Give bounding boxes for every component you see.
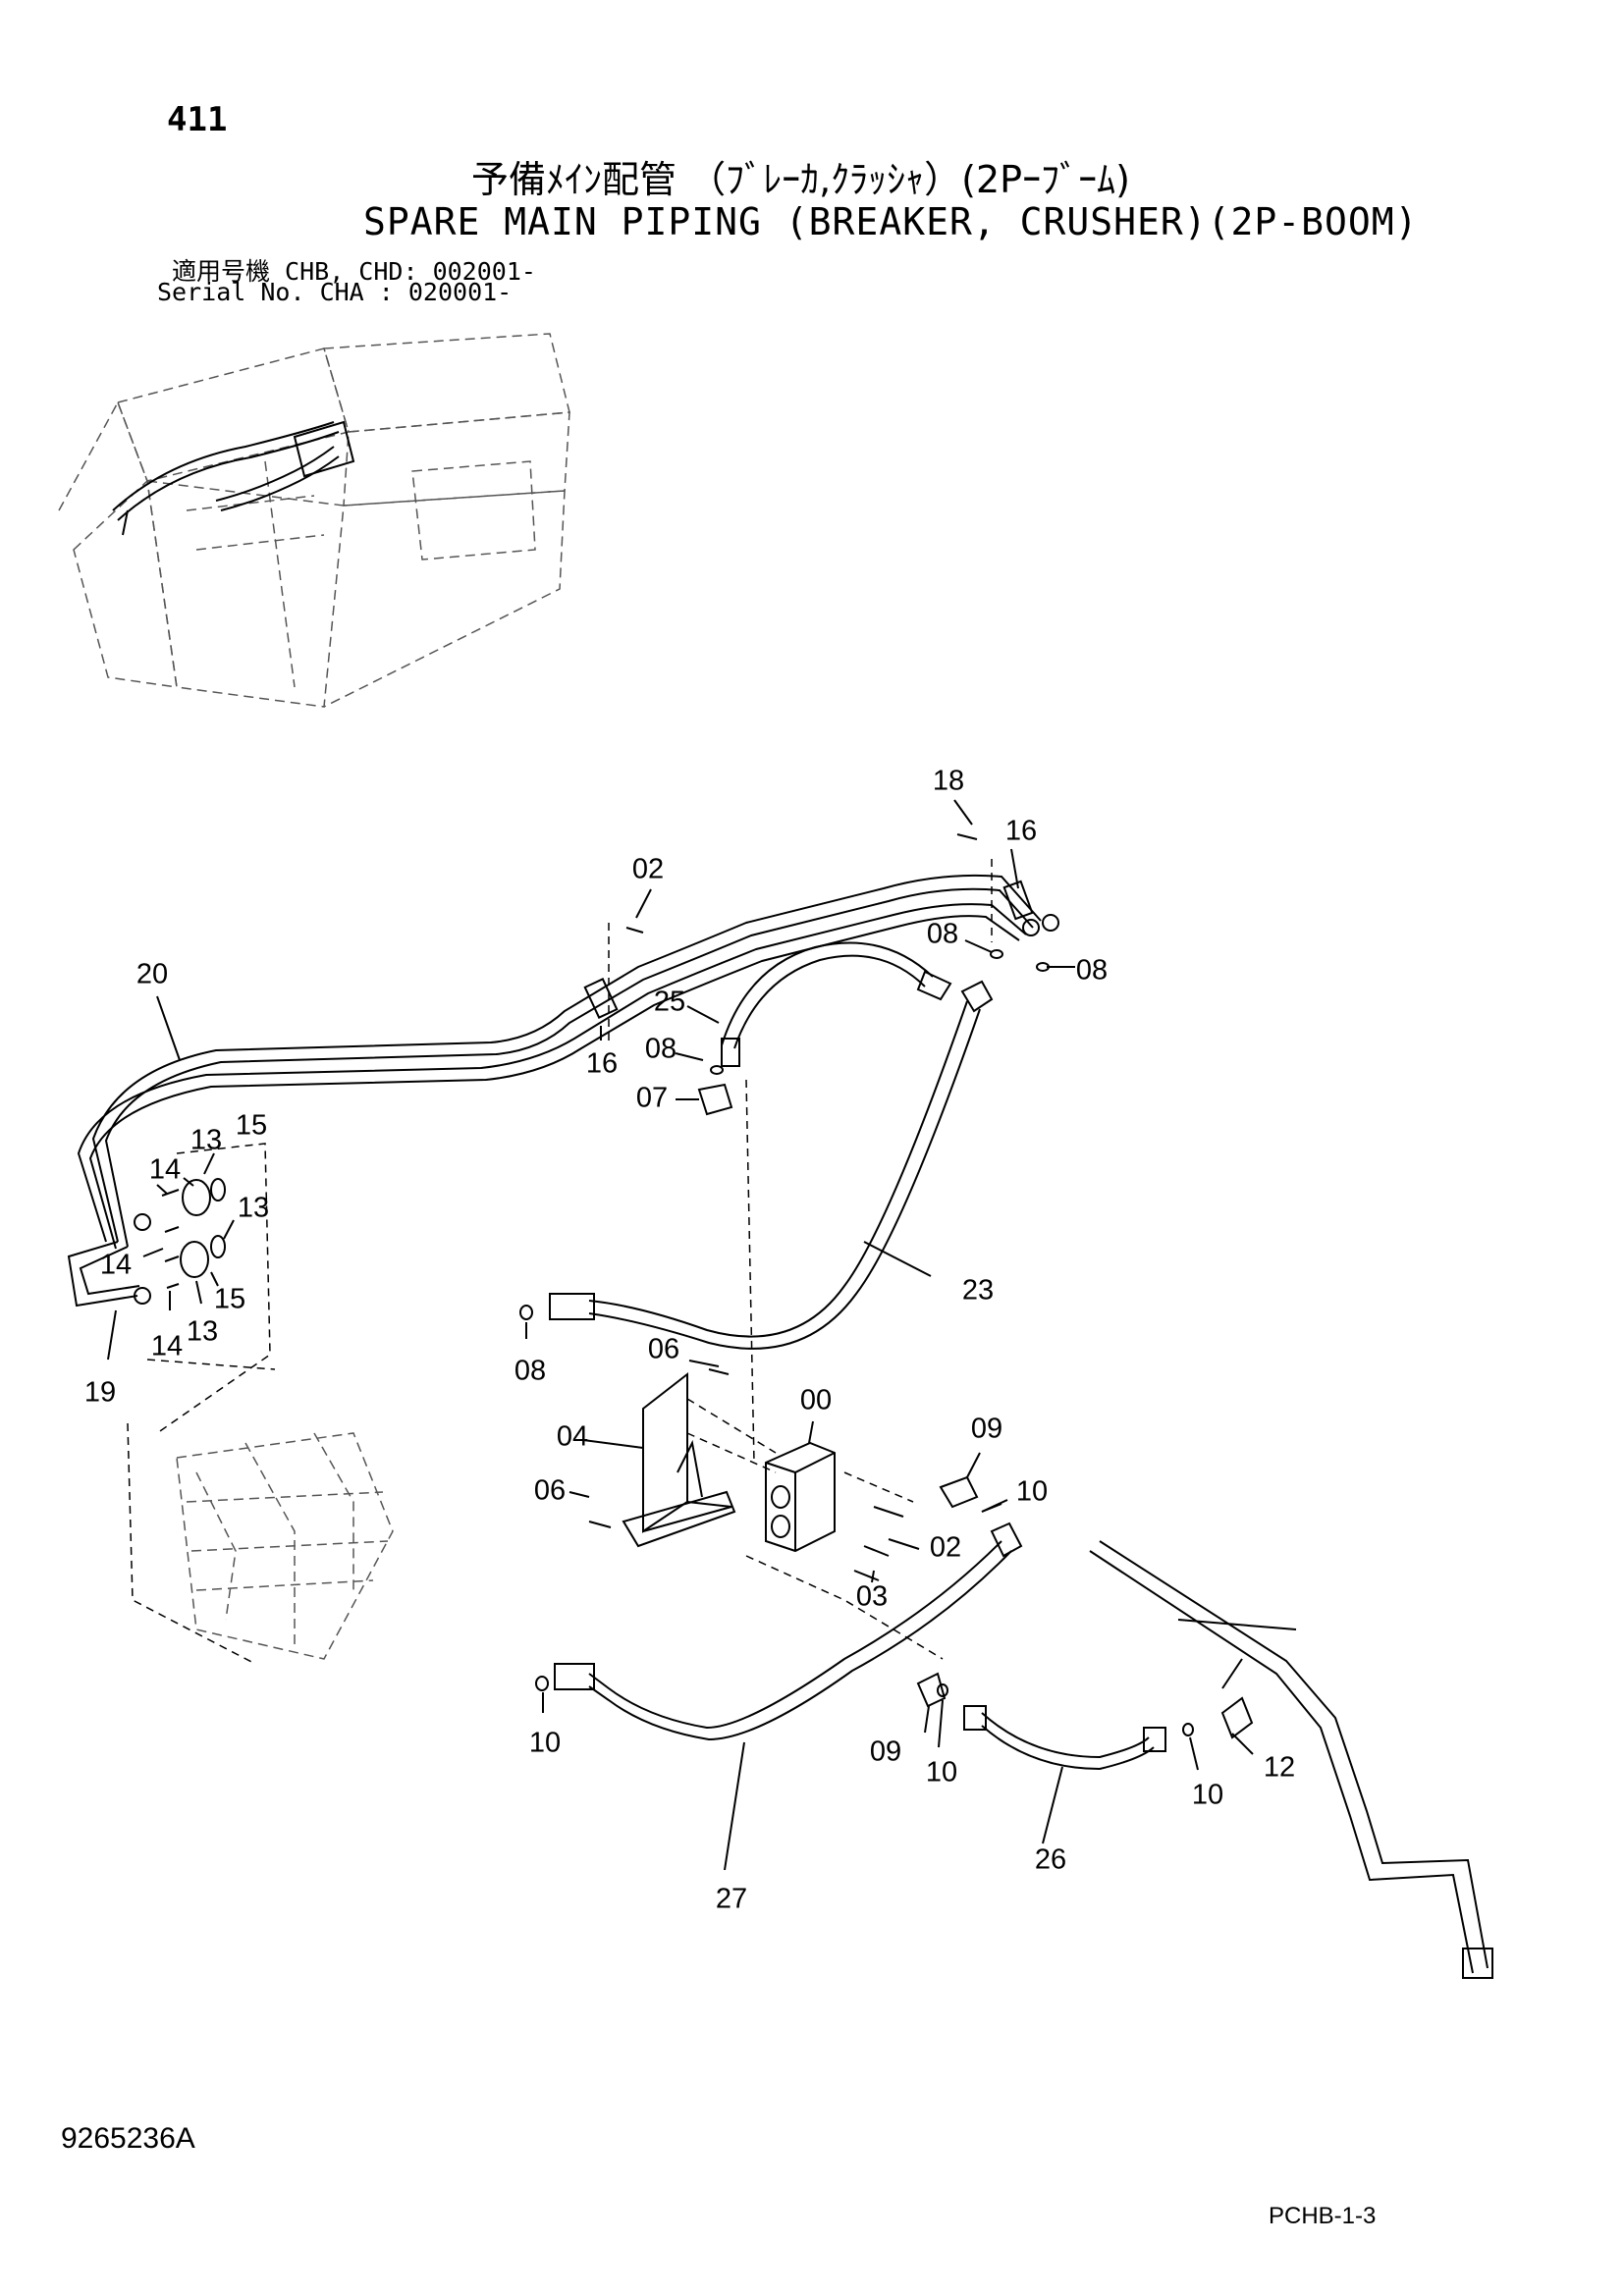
callout-04: 04 (557, 1421, 588, 1453)
callout-13-bottom: 13 (187, 1316, 218, 1348)
callout-25: 25 (654, 987, 685, 1018)
main-pipe-assembly (67, 874, 1059, 1308)
title-japanese: 予備ﾒｲﾝ配管 （ﾌﾞﾚｰｶ,ｸﾗｯｼｬ）(2Pｰﾌﾞｰﾑ) (471, 158, 1130, 201)
page-code: PCHB-1-3 (1269, 2203, 1377, 2229)
callout-02-top: 02 (632, 854, 664, 885)
drawing-number: 9265236A (61, 2122, 195, 2155)
callout-06-bottom: 06 (534, 1475, 566, 1507)
callout-10-right: 10 (1016, 1476, 1048, 1508)
callout-10-left: 10 (529, 1728, 561, 1759)
callout-08-d: 08 (514, 1356, 546, 1387)
callout-16-top: 16 (1005, 816, 1037, 847)
callout-13-top: 13 (190, 1125, 222, 1156)
serial-applicability-line-1: 適用号機 CHB, CHD: 002001- (172, 257, 536, 286)
callout-18: 18 (933, 766, 964, 797)
callout-08-a: 08 (927, 919, 958, 950)
leader-lines (107, 799, 1254, 1871)
valve-and-bracket (622, 1371, 944, 1660)
o-rings (519, 949, 1194, 1736)
hose-23 (549, 980, 994, 1350)
callout-07: 07 (636, 1083, 668, 1114)
callout-14-mid: 14 (100, 1250, 132, 1281)
callout-08-c: 08 (645, 1034, 677, 1065)
callout-15-bottom: 15 (214, 1284, 245, 1315)
callout-14-top: 14 (149, 1154, 181, 1186)
callout-23: 23 (962, 1275, 994, 1307)
callout-03: 03 (856, 1581, 888, 1613)
callout-02-bottom: 02 (930, 1532, 961, 1564)
callout-15-top: 15 (236, 1110, 267, 1142)
callout-14-bottom: 14 (151, 1331, 183, 1362)
fittings-09 (916, 1475, 979, 1708)
callout-12: 12 (1264, 1752, 1295, 1784)
bolts (588, 833, 978, 1581)
callout-19: 19 (84, 1377, 116, 1409)
callout-20: 20 (136, 959, 168, 990)
callout-09-bottom: 09 (870, 1736, 901, 1768)
callout-26: 26 (1035, 1844, 1066, 1876)
hose-25 (721, 941, 952, 1067)
elbow-07 (697, 1065, 733, 1116)
callout-09-top: 09 (971, 1414, 1002, 1445)
flange-set-left (161, 1178, 226, 1289)
callout-06-top: 06 (648, 1334, 679, 1365)
right-manifold-pipe (1089, 1540, 1493, 1979)
page-number: 411 (167, 100, 228, 139)
callout-08-b: 08 (1076, 955, 1108, 987)
callout-27: 27 (716, 1884, 747, 1915)
callout-00: 00 (800, 1385, 832, 1416)
callout-13-mid: 13 (238, 1193, 269, 1224)
serial-applicability-line-2: Serial No. CHA : 020001- (157, 278, 513, 306)
control-valve-block (176, 1432, 394, 1660)
connection-dashes (127, 859, 993, 1665)
callout-labels: 18 16 02 08 08 20 25 08 16 07 15 13 14 1… (84, 766, 1295, 1915)
machine-overview-illustration (58, 333, 570, 708)
callout-10-mid: 10 (926, 1757, 957, 1789)
callout-10-far-right: 10 (1192, 1780, 1223, 1811)
hose-27 (554, 1522, 1023, 1741)
callout-16-mid: 16 (586, 1048, 618, 1080)
title-english: SPARE MAIN PIPING (BREAKER, CRUSHER)(2P-… (363, 200, 1419, 243)
hose-26 (963, 1705, 1166, 1771)
